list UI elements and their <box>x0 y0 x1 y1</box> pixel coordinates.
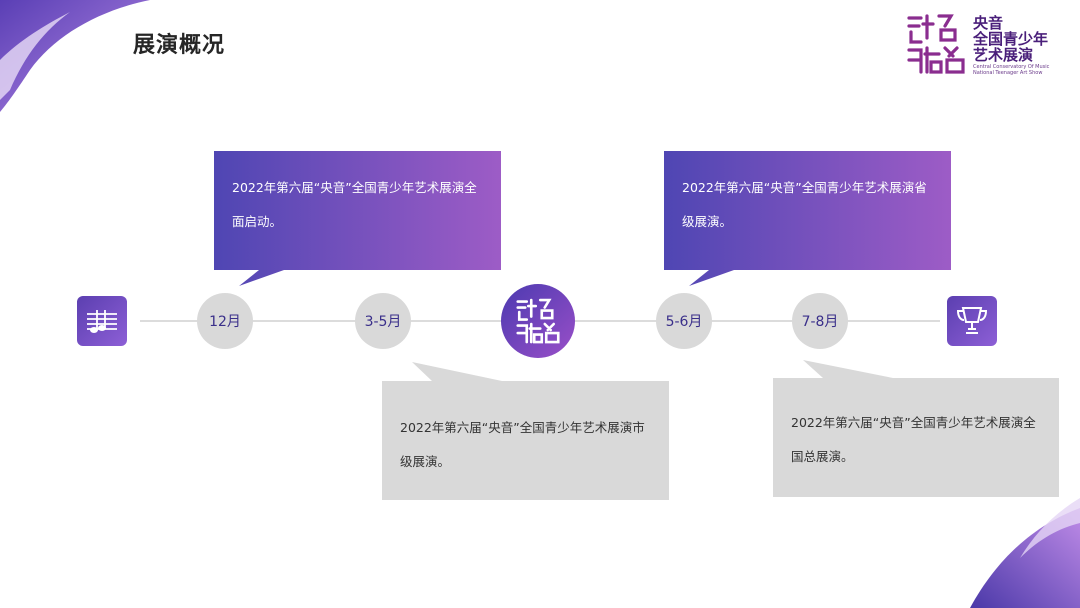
logo-mark-icon <box>907 14 965 74</box>
callout-national-text: 2022年第六届“央音”全国青少年艺术展演全国总展演。 <box>773 378 1059 497</box>
corner-swoosh-bottom-right <box>970 498 1080 608</box>
timeline-node-mar-may: 3-5月 <box>355 293 411 349</box>
music-staff-icon <box>87 310 117 333</box>
brand-logo: 央音 全国青少年 艺术展演 Central Conservatory Of Mu… <box>905 12 1075 82</box>
callout-provincial-text: 2022年第六届“央音”全国青少年艺术展演省级展演。 <box>664 151 951 270</box>
callout-launch-text: 2022年第六届“央音”全国青少年艺术展演全面启动。 <box>214 151 501 270</box>
logo-line-3: 艺术展演 <box>973 46 1034 64</box>
corner-swoosh-top-left <box>0 0 150 112</box>
timeline-node-may-jun: 5-6月 <box>656 293 712 349</box>
callout-municipal: 2022年第六届“央音”全国青少年艺术展演市级展演。 <box>382 362 669 500</box>
timeline-node-jul-aug: 7-8月 <box>792 293 848 349</box>
timeline-center-logo <box>501 284 575 358</box>
trophy-icon <box>956 307 988 334</box>
page-title: 展演概况 <box>133 33 226 58</box>
callout-provincial: 2022年第六届“央音”全国青少年艺术展演省级展演。 <box>664 151 951 286</box>
callout-municipal-text: 2022年第六届“央音”全国青少年艺术展演市级展演。 <box>382 381 669 500</box>
timeline-end <box>947 296 997 346</box>
timeline-start <box>77 296 127 346</box>
logo-english-1: Central Conservatory Of Music <box>973 64 1050 70</box>
callout-launch: 2022年第六届“央音”全国青少年艺术展演全面启动。 <box>214 151 501 286</box>
show-logo-icon <box>516 298 560 344</box>
logo-english-2: National Teenager Art Show <box>973 70 1043 76</box>
logo-line-1: 央音 <box>973 14 1004 32</box>
callout-national: 2022年第六届“央音”全国青少年艺术展演全国总展演。 <box>773 360 1059 497</box>
timeline-node-dec: 12月 <box>197 293 253 349</box>
logo-line-2: 全国青少年 <box>973 30 1049 48</box>
